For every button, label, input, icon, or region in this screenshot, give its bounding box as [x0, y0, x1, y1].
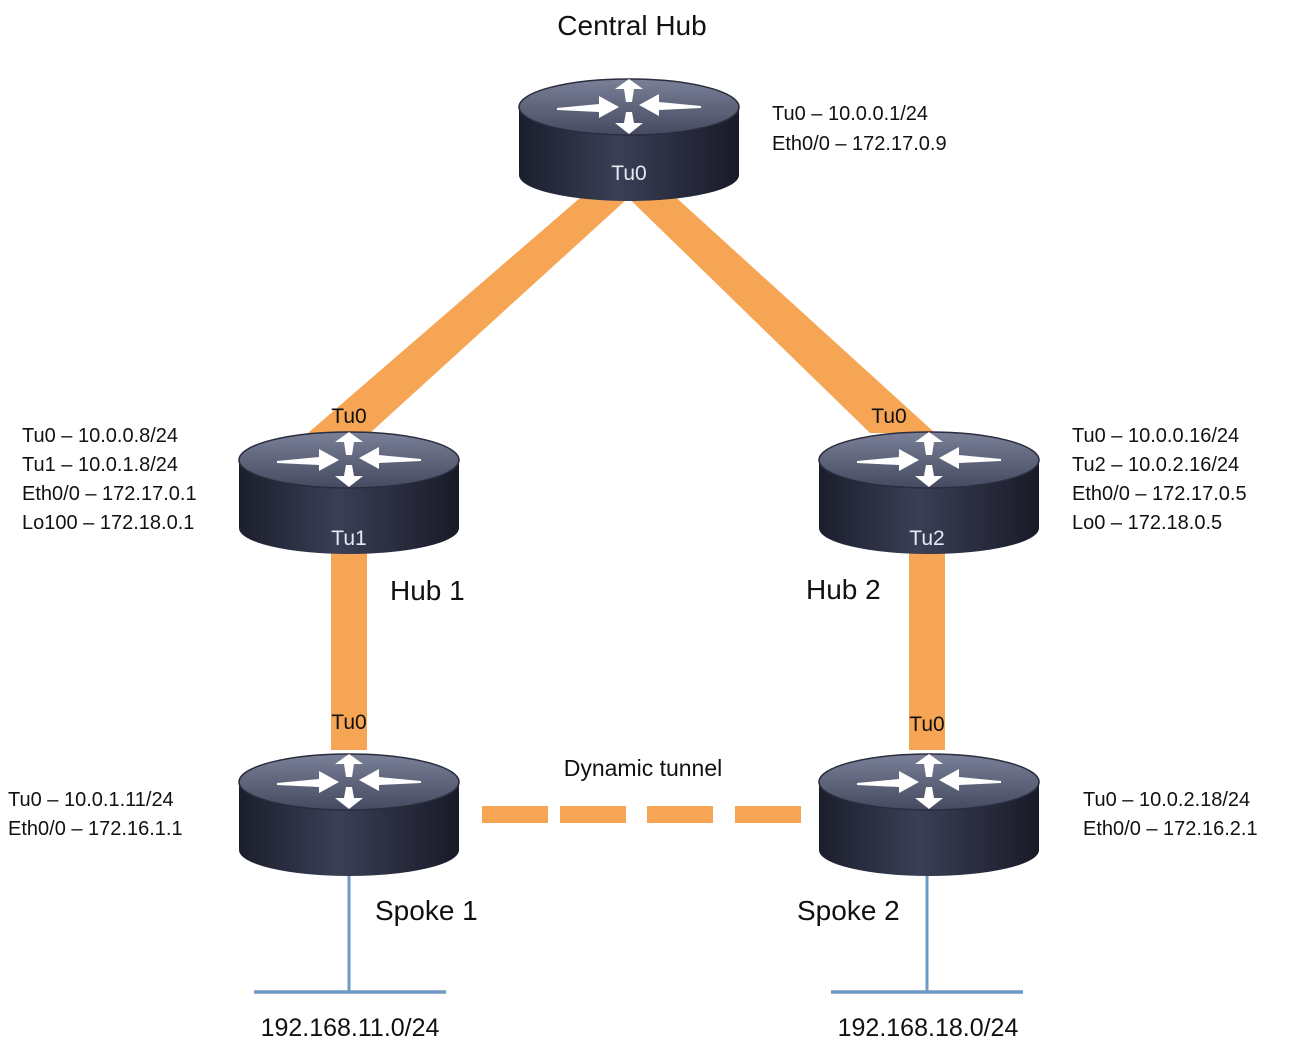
lan-segments: [254, 874, 1023, 994]
hub1-info-line: Lo100 – 172.18.0.1: [22, 512, 194, 534]
tunnel-links: [308, 172, 945, 750]
hub2-port-top: Tu0: [871, 405, 906, 428]
hub1-port-body: Tu1: [331, 527, 366, 550]
router-spoke2[interactable]: [818, 753, 1040, 877]
hub2-info-line: Eth0/0 – 172.17.0.5: [1072, 483, 1247, 505]
link-central-hub1: [308, 172, 648, 433]
hub2-title: Hub 2: [806, 574, 881, 605]
hub2-info-line: Lo0 – 172.18.0.5: [1072, 512, 1222, 534]
spoke1-info-line: Tu0 – 10.0.1.11/24: [8, 789, 174, 811]
hub1-port-top: Tu0: [331, 405, 366, 428]
hub1-info-line: Tu1 – 10.0.1.8/24: [22, 454, 178, 476]
central-hub-port-label: Tu0: [611, 162, 646, 185]
dynamic-tunnel-dash: [560, 806, 626, 823]
spoke2-info-line: Tu0 – 10.0.2.18/24: [1083, 789, 1250, 811]
spoke1-title: Spoke 1: [375, 895, 478, 926]
spoke1-lan-label: 192.168.11.0/24: [261, 1014, 440, 1042]
link-hub2-spoke2: [909, 550, 945, 750]
spoke1-port-top: Tu0: [331, 711, 366, 734]
hub1-info-line: Eth0/0 – 172.17.0.1: [22, 483, 197, 505]
spoke2-port-top: Tu0: [909, 713, 944, 736]
dynamic-tunnel-label: Dynamic tunnel: [564, 755, 723, 781]
hub1-title: Hub 1: [390, 575, 465, 606]
hub2-port-body: Tu2: [909, 527, 944, 550]
link-central-hub2: [610, 172, 935, 433]
spoke2-title: Spoke 2: [797, 895, 900, 926]
hub1-info-line: Tu0 – 10.0.0.8/24: [22, 425, 178, 447]
central-hub-title: Central Hub: [557, 10, 706, 41]
link-hub1-spoke1: [331, 550, 367, 750]
dynamic-tunnel-dash: [647, 806, 713, 823]
central-hub-info-line: Tu0 – 10.0.0.1/24: [772, 103, 928, 125]
dynamic-tunnel: Dynamic tunnel: [482, 755, 801, 823]
dynamic-tunnel-dash: [482, 806, 548, 823]
spoke2-info-line: Eth0/0 – 172.16.2.1: [1083, 818, 1258, 840]
hub2-info-line: Tu2 – 10.0.2.16/24: [1072, 454, 1239, 476]
router-spoke1[interactable]: [238, 753, 460, 877]
central-hub-info-line: Eth0/0 – 172.17.0.9: [772, 133, 947, 155]
spoke1-info-line: Eth0/0 – 172.16.1.1: [8, 818, 183, 840]
hub2-info-line: Tu0 – 10.0.0.16/24: [1072, 425, 1239, 447]
dynamic-tunnel-dash: [735, 806, 801, 823]
spoke2-lan-label: 192.168.18.0/24: [838, 1014, 1019, 1042]
